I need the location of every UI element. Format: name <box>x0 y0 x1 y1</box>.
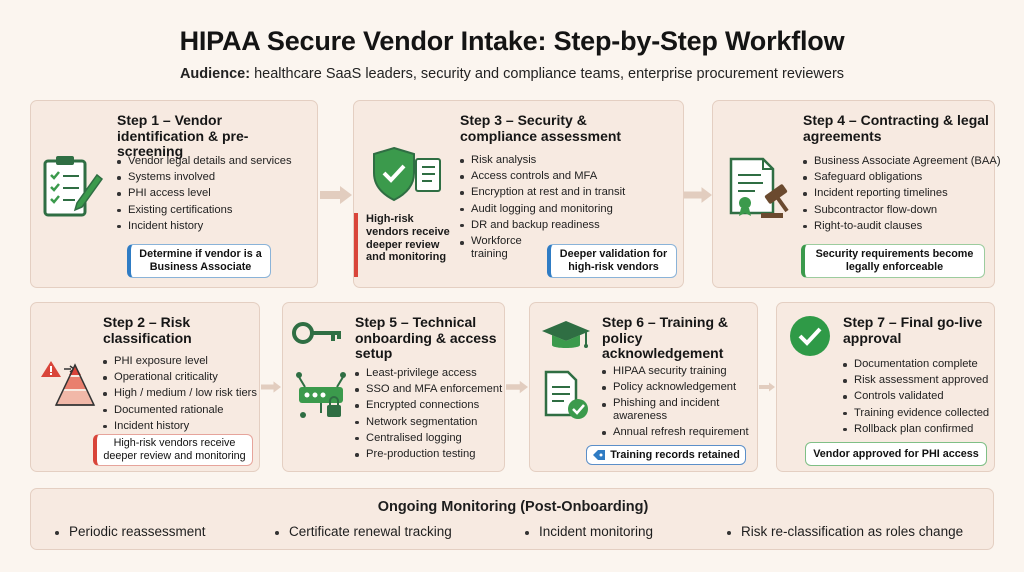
list-item: PHI exposure level <box>103 353 257 369</box>
list-item: Phishing and incident awareness <box>602 395 732 424</box>
list-item: Encrypted connections <box>355 397 502 413</box>
tag-icon <box>593 450 606 460</box>
step-1-outcome-badge: Determine if vendor is a Business Associ… <box>127 244 271 278</box>
monitoring-title: Ongoing Monitoring (Post-Onboarding) <box>377 499 649 515</box>
step-5-title: Step 5 – Technical onboarding & access s… <box>355 314 497 361</box>
ongoing-monitoring-panel: Ongoing Monitoring (Post-Onboarding) Per… <box>30 488 994 550</box>
list-item: Access controls and MFA <box>460 168 625 184</box>
list-item: HIPAA security training <box>602 363 749 379</box>
step-4-title: Step 4 – Contracting & legal agreements <box>803 112 989 144</box>
step-1-list: Vendor legal details and services System… <box>117 153 292 234</box>
list-item: Safeguard obligations <box>803 169 1001 185</box>
list-item: Incident history <box>103 418 257 434</box>
list-item: Centralised logging <box>355 430 502 446</box>
list-item: Incident history <box>117 218 292 234</box>
list-item: Audit logging and monitoring <box>460 201 625 217</box>
step-4-list: Business Associate Agreement (BAA) Safeg… <box>803 153 1001 234</box>
monitoring-item: Incident monitoring <box>525 524 653 539</box>
contract-gavel-icon <box>729 157 789 218</box>
flow-arrow-icon <box>759 382 775 392</box>
risk-pyramid-icon <box>41 361 96 406</box>
step-1-card: Step 1 – Vendor identification & pre-scr… <box>30 100 318 288</box>
list-item: SSO and MFA enforcement <box>355 381 502 397</box>
list-item: Controls validated <box>843 388 989 404</box>
shield-check-icon <box>373 146 441 202</box>
key-network-icon <box>292 322 346 418</box>
step-4-outcome-badge: Security requirements become legally enf… <box>801 244 985 278</box>
step-7-card: Step 7 – Final go-live approval Document… <box>776 302 995 472</box>
list-item: Subcontractor flow-down <box>803 202 1001 218</box>
step-3-outcome-badge: Deeper validation for high-risk vendors <box>547 244 677 278</box>
step-3-risk-note: High-risk vendors receive deeper review … <box>354 213 458 277</box>
audience-label: Audience: <box>179 66 251 82</box>
list-item: Right-to-audit clauses <box>803 218 1001 234</box>
step-6-title: Step 6 – Training & policy acknowledgeme… <box>602 314 729 361</box>
step-7-title: Step 7 – Final go-live approval <box>843 314 983 346</box>
step-6-card: Step 6 – Training & policy acknowledgeme… <box>529 302 758 472</box>
step-6-outcome-text: Training records retained <box>610 448 740 461</box>
step-3-list: Risk analysis Access controls and MFA En… <box>460 152 625 262</box>
graduation-cap-icon <box>542 321 590 348</box>
monitoring-item: Periodic reassessment <box>55 524 206 539</box>
list-item: Business Associate Agreement (BAA) <box>803 153 1001 169</box>
list-item: Network segmentation <box>355 414 502 430</box>
list-item: Encryption at rest and in transit <box>460 184 625 200</box>
list-item: DR and backup readiness <box>460 217 625 233</box>
list-item: Pre-production testing <box>355 446 502 462</box>
list-item: PHI access level <box>117 185 292 201</box>
list-item: Least-privilege access <box>355 365 502 381</box>
monitoring-item: Risk re-classification as roles change <box>727 524 963 539</box>
step-6-list: HIPAA security training Policy acknowled… <box>602 363 749 441</box>
list-item: Documented rationale <box>103 402 257 418</box>
step-4-card: Step 4 – Contracting & legal agreements … <box>712 100 1001 288</box>
step-2-card: Step 2 – Risk classification PHI exposur… <box>30 302 260 472</box>
list-item: Training evidence collected <box>843 405 989 421</box>
step-2-title: Step 2 – Risk classification <box>103 314 192 346</box>
list-item: Documentation complete <box>843 356 989 372</box>
step-3-title: Step 3 – Security & compliance assessmen… <box>460 112 622 144</box>
list-item: Operational criticality <box>103 369 257 385</box>
training-document-icon <box>544 370 588 419</box>
list-item: Existing certifications <box>117 202 292 218</box>
step-5-list: Least-privilege access SSO and MFA enfor… <box>355 365 502 462</box>
page-title: HIPAA Secure Vendor Intake: Step-by-Step… <box>179 26 845 56</box>
clipboard-checklist-icon <box>43 156 104 217</box>
step-1-title: Step 1 – Vendor identification & pre-scr… <box>117 112 249 159</box>
check-circle-icon <box>790 316 830 356</box>
list-item: Workforce training <box>460 233 532 262</box>
monitoring-item: Certificate renewal tracking <box>275 524 452 539</box>
list-item: Risk analysis <box>460 152 625 168</box>
step-2-outcome-badge: High-risk vendors receive deeper review … <box>93 434 253 466</box>
step-3-card: Step 3 – Security & compliance assessmen… <box>353 100 684 288</box>
flow-arrow-icon <box>684 187 712 203</box>
step-7-outcome-badge: Vendor approved for PHI access <box>805 442 987 466</box>
list-item: Annual refresh requirement <box>602 424 749 440</box>
list-item: Policy acknowledgement <box>602 379 749 395</box>
step-2-list: PHI exposure level Operational criticali… <box>103 353 257 434</box>
list-item: Rollback plan confirmed <box>843 421 989 437</box>
step-6-outcome-badge: Training records retained <box>586 445 746 465</box>
list-item: High / medium / low risk tiers <box>103 385 257 401</box>
flow-arrow-icon <box>506 380 528 394</box>
audience-line: Audience: healthcare SaaS leaders, secur… <box>0 66 1024 82</box>
flow-arrow-icon <box>320 186 352 204</box>
flow-arrow-icon <box>261 381 281 393</box>
step-7-list: Documentation complete Risk assessment a… <box>843 356 989 437</box>
list-item: Systems involved <box>117 169 292 185</box>
audience-text: healthcare SaaS leaders, security and co… <box>250 66 845 82</box>
list-item: Incident reporting timelines <box>803 185 1001 201</box>
list-item: Risk assessment approved <box>843 372 989 388</box>
step-5-card: Step 5 – Technical onboarding & access s… <box>282 302 505 472</box>
list-item: Vendor legal details and services <box>117 153 292 169</box>
